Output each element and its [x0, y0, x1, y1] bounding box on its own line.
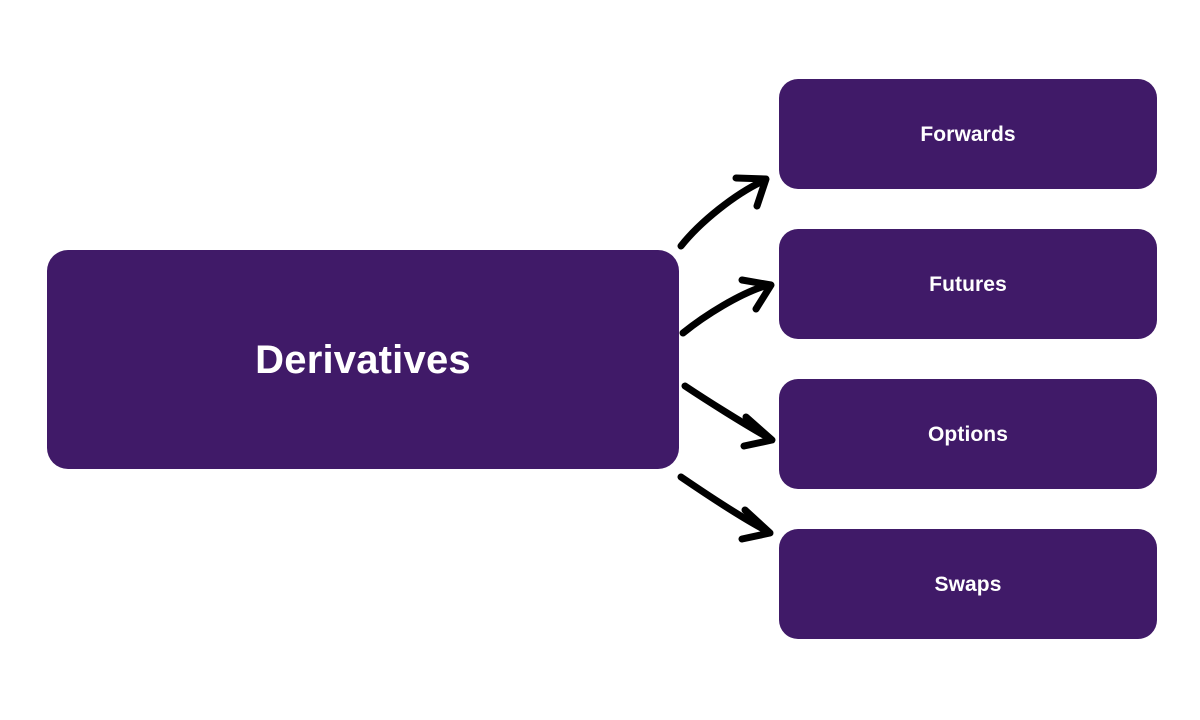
- node-child-futures[interactable]: Futures: [779, 229, 1157, 339]
- connector-derivatives-to-futures: [679, 276, 775, 337]
- connector-derivatives-to-forwards: [677, 174, 770, 250]
- connector-derivatives-to-swaps: [677, 473, 774, 543]
- node-root-label: Derivatives: [255, 337, 471, 382]
- node-child-label-futures: Futures: [929, 272, 1007, 296]
- node-child-forwards[interactable]: Forwards: [779, 79, 1157, 189]
- node-child-options[interactable]: Options: [779, 379, 1157, 489]
- node-child-swaps[interactable]: Swaps: [779, 529, 1157, 639]
- node-child-label-swaps: Swaps: [934, 572, 1002, 596]
- node-root-derivatives[interactable]: Derivatives: [47, 250, 679, 469]
- connector-derivatives-to-options: [681, 382, 776, 450]
- node-child-label-options: Options: [927, 422, 1009, 446]
- node-child-label-forwards: Forwards: [920, 122, 1016, 146]
